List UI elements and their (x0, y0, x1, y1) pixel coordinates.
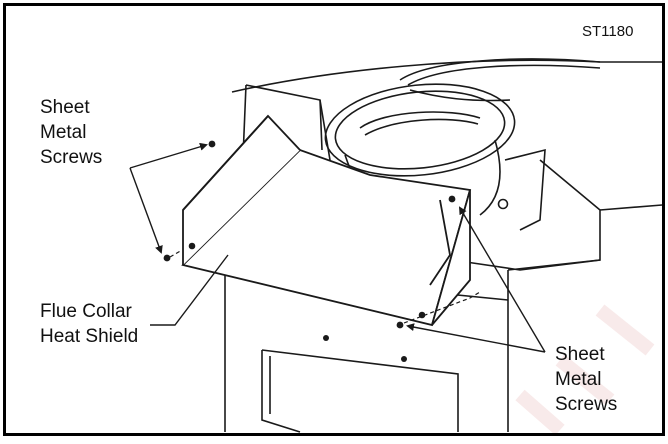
callout-line: Sheet (40, 97, 90, 118)
callout-heat-shield: Flue Collar Heat Shield (40, 301, 138, 347)
screw-guides (169, 249, 481, 324)
figure-frame (3, 3, 665, 436)
watermark (515, 304, 655, 436)
leader-screws-top-1 (129, 142, 208, 169)
leader-lines (129, 142, 546, 353)
leader-heat-shield (150, 254, 229, 326)
sheet-metal-screws (163, 140, 509, 362)
screw-left (163, 254, 171, 262)
heat-shield (181, 114, 472, 327)
screw-top-left (208, 140, 216, 148)
callout-screws-top-left: Sheet Metal Screws (40, 97, 102, 168)
callout-line: Metal (555, 369, 601, 390)
top-opening (399, 58, 601, 102)
callout-screws-bottom-right: Sheet Metal Screws (555, 344, 617, 415)
callout-line: Screws (555, 394, 617, 415)
callout-line: Flue Collar (40, 301, 133, 322)
leader-screws-right-1 (458, 206, 546, 353)
callout-line: Metal (40, 122, 86, 143)
screw-mid-right (448, 195, 456, 203)
callout-line: Heat Shield (40, 326, 138, 347)
screw-bottom (396, 321, 404, 329)
leader-screws-right-2 (406, 323, 546, 353)
callout-line: Screws (40, 147, 102, 168)
appliance-body (224, 59, 663, 433)
leader-screws-top-2 (129, 167, 163, 254)
figure-code: ST1180 (582, 23, 633, 40)
callout-line: Sheet (555, 344, 605, 365)
